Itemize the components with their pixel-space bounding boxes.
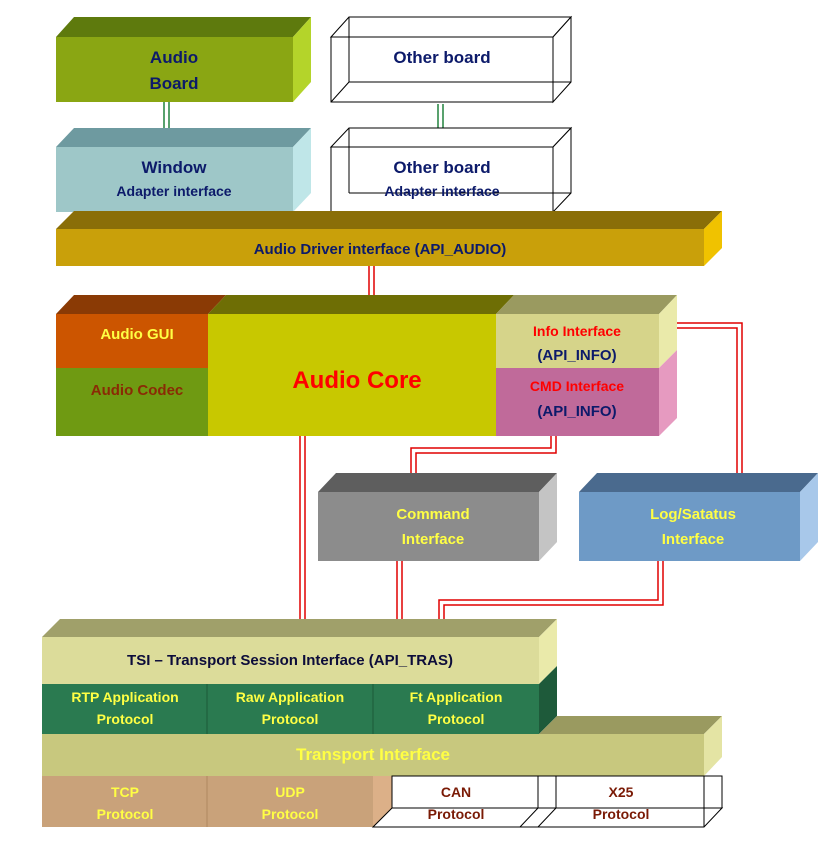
audio-gui-box [56,314,208,368]
info-interface-line2: (API_INFO) [537,347,616,364]
window-adapter-line1: Window [142,158,208,177]
connectors [163,102,743,630]
log-status-interface: Log/Satatus Interface [579,473,818,561]
link-core-tsi [299,436,306,630]
can-line2: Protocol [428,806,485,822]
tcp-box [42,776,207,827]
info-interface-line1: Info Interface [533,323,621,339]
udp-box [207,776,373,827]
rtp-protocol-line1: RTP Application [71,689,178,705]
audio-codec-box [56,368,208,436]
udp-line1: UDP [275,784,305,800]
link-command-tsi [396,561,403,630]
tsi-block: TSI – Transport Session Interface (API_T… [42,619,557,734]
audio-codec-label: Audio Codec [91,382,184,399]
link-log-tsi [438,561,664,630]
cmd-interface-line1: CMD Interface [530,378,624,394]
audio-board-line2: Board [149,74,198,93]
link-driver-core [368,266,375,298]
other-board-label: Other board [393,48,490,67]
transport-interface-box [42,734,704,776]
audio-gui-label: Audio GUI [100,326,173,343]
command-interface: Command Interface [318,473,557,561]
other-board: Other board [329,15,573,104]
audio-driver-label: Audio Driver interface (API_AUDIO) [254,241,507,258]
other-board-adapter: Other board Adapter interface [329,126,573,214]
app-protocols-box [42,684,539,734]
command-interface-line2: Interface [402,531,465,548]
x25-line1: X25 [609,784,634,800]
link-info-log [660,322,743,478]
can-line1: CAN [441,784,471,800]
info-interface-box [496,314,659,368]
audio-board-line1: Audio [150,48,198,67]
ft-protocol-line1: Ft Application [410,689,503,705]
window-adapter-line2: Adapter interface [116,183,231,199]
command-interface-line1: Command [396,506,469,523]
audio-board: Audio Board [56,17,311,102]
log-interface-line1: Log/Satatus [650,506,736,523]
audio-core-label: Audio Core [292,367,421,394]
raw-protocol-line1: Raw Application [236,689,344,705]
cmd-interface-box [496,368,659,436]
ft-protocol-line2: Protocol [428,711,485,727]
audio-core-box [208,314,496,436]
udp-line2: Protocol [262,806,319,822]
tcp-line1: TCP [111,784,139,800]
window-adapter: Window Adapter interface [56,128,311,212]
audio-driver-interface: Audio Driver interface (API_AUDIO) [56,211,722,266]
transport-block: Transport Interface TCP Protocol UDP Pro… [42,716,724,828]
tcp-line2: Protocol [97,806,154,822]
other-adapter-line2: Adapter interface [384,183,499,199]
other-adapter-line1: Other board [393,158,490,177]
can-x25-wireframe [371,775,724,828]
log-interface-line2: Interface [662,531,725,548]
link-cmd-command [410,436,557,478]
core-block: Audio GUI Audio Codec Audio Core Info In… [56,295,677,436]
x25-line2: Protocol [593,806,650,822]
cmd-interface-line2: (API_INFO) [537,403,616,420]
tsi-label: TSI – Transport Session Interface (API_T… [127,652,453,669]
transport-interface-label: Transport Interface [296,745,450,764]
tsi-box [42,637,539,684]
rtp-protocol-line2: Protocol [97,711,154,727]
raw-protocol-line2: Protocol [262,711,319,727]
